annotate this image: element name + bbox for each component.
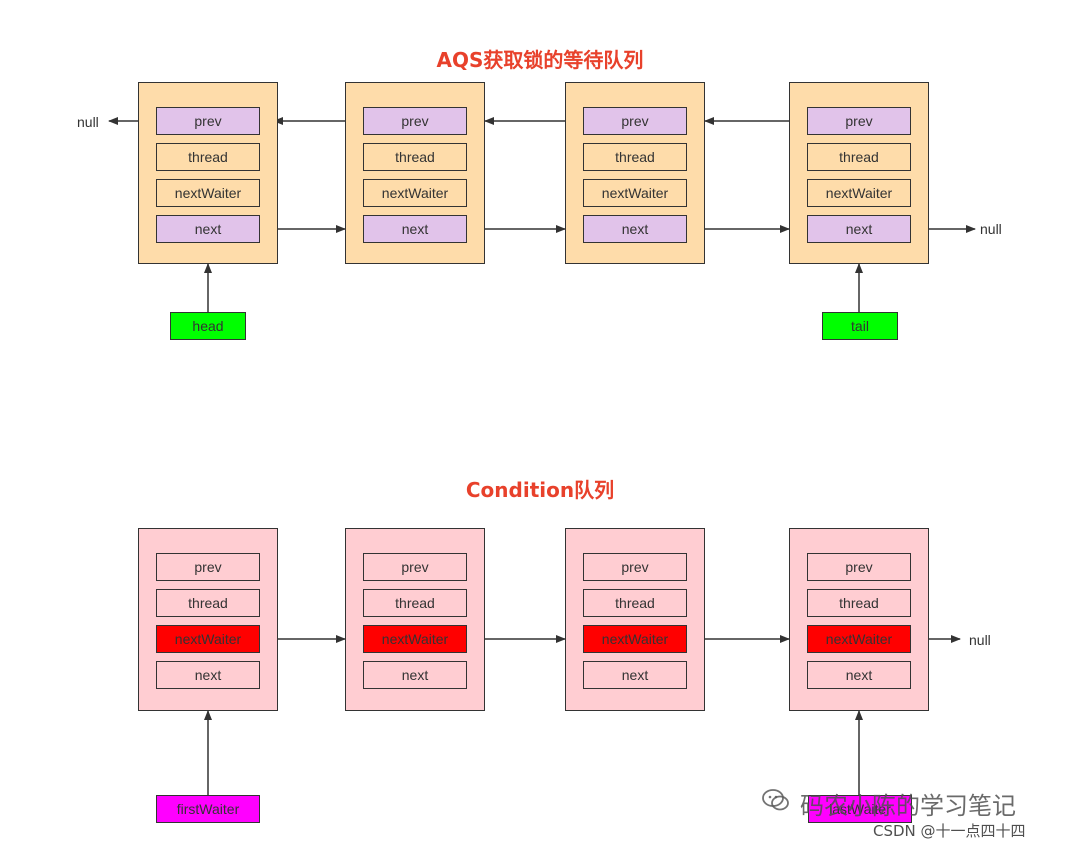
null-label-aqs-right: null bbox=[980, 221, 1002, 237]
next-waiter-field: nextWaiter bbox=[807, 625, 911, 653]
aqs-node-4: prev thread nextWaiter next bbox=[789, 82, 929, 264]
next-waiter-field: nextWaiter bbox=[807, 179, 911, 207]
prev-field: prev bbox=[807, 553, 911, 581]
wechat-icon bbox=[762, 789, 789, 811]
next-field: next bbox=[583, 661, 687, 689]
watermark-text: 码农小陈的学习笔记 bbox=[800, 792, 1016, 820]
head-pointer: head bbox=[170, 312, 246, 340]
thread-field: thread bbox=[156, 589, 260, 617]
next-waiter-field: nextWaiter bbox=[583, 179, 687, 207]
condition-node-3: prev thread nextWaiter next bbox=[565, 528, 705, 711]
aqs-node-1: prev thread nextWaiter next bbox=[138, 82, 278, 264]
first-waiter-pointer: firstWaiter bbox=[156, 795, 260, 823]
next-field: next bbox=[583, 215, 687, 243]
thread-field: thread bbox=[583, 143, 687, 171]
next-waiter-field: nextWaiter bbox=[363, 179, 467, 207]
thread-field: thread bbox=[363, 143, 467, 171]
thread-field: thread bbox=[807, 589, 911, 617]
null-label-left: null bbox=[77, 114, 99, 130]
prev-field: prev bbox=[583, 553, 687, 581]
next-waiter-field: nextWaiter bbox=[156, 625, 260, 653]
tail-pointer: tail bbox=[822, 312, 898, 340]
prev-field: prev bbox=[807, 107, 911, 135]
csdn-source-label: CSDN @十一点四十四 bbox=[873, 822, 1026, 840]
next-waiter-field: nextWaiter bbox=[583, 625, 687, 653]
last-waiter-pointer: lastWaiter bbox=[808, 795, 912, 823]
next-field: next bbox=[807, 215, 911, 243]
condition-node-2: prev thread nextWaiter next bbox=[345, 528, 485, 711]
prev-field: prev bbox=[156, 553, 260, 581]
next-field: next bbox=[363, 215, 467, 243]
thread-field: thread bbox=[807, 143, 911, 171]
condition-node-1: prev thread nextWaiter next bbox=[138, 528, 278, 711]
aqs-node-3: prev thread nextWaiter next bbox=[565, 82, 705, 264]
condition-node-4: prev thread nextWaiter next bbox=[789, 528, 929, 711]
next-field: next bbox=[156, 215, 260, 243]
prev-field: prev bbox=[156, 107, 260, 135]
prev-field: prev bbox=[363, 553, 467, 581]
next-field: next bbox=[807, 661, 911, 689]
prev-field: prev bbox=[583, 107, 687, 135]
next-waiter-field: nextWaiter bbox=[363, 625, 467, 653]
thread-field: thread bbox=[363, 589, 467, 617]
null-label-condition-right: null bbox=[969, 632, 991, 648]
aqs-queue-title: AQS获取锁的等待队列 bbox=[436, 48, 644, 72]
aqs-node-2: prev thread nextWaiter next bbox=[345, 82, 485, 264]
next-field: next bbox=[156, 661, 260, 689]
thread-field: thread bbox=[156, 143, 260, 171]
thread-field: thread bbox=[583, 589, 687, 617]
condition-queue-title: Condition队列 bbox=[465, 478, 615, 502]
next-field: next bbox=[363, 661, 467, 689]
prev-field: prev bbox=[363, 107, 467, 135]
next-waiter-field: nextWaiter bbox=[156, 179, 260, 207]
